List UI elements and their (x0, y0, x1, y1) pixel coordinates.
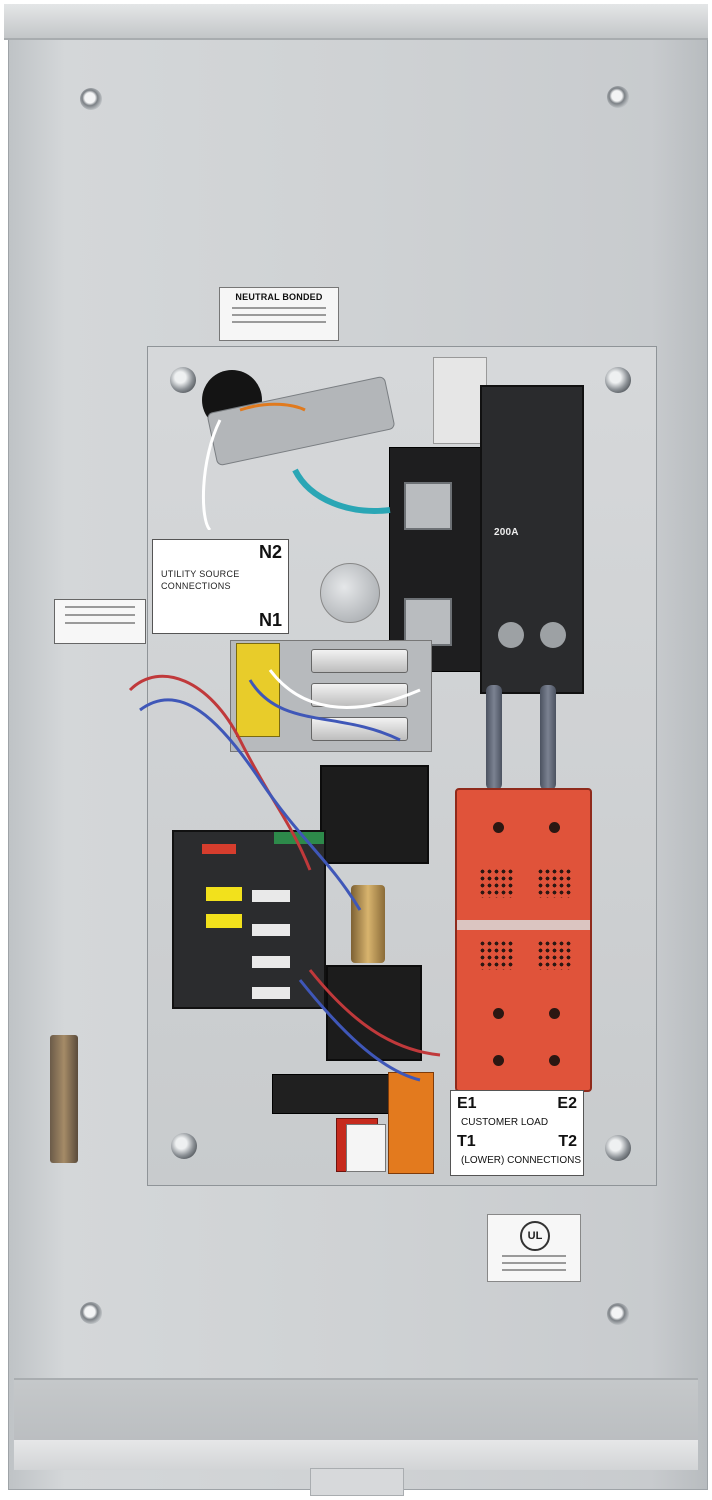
mounting-hole (607, 86, 629, 108)
lock-tab (310, 1468, 404, 1496)
utility-connections-label: N2 UTILITY SOURCE CONNECTIONS N1 (152, 539, 289, 634)
control-board (172, 830, 326, 1009)
mounting-hole (80, 88, 102, 110)
cable (486, 685, 502, 790)
ground-wire (292, 468, 391, 514)
enclosure-bottom-lip (14, 1378, 698, 1452)
ul-mark: UL (520, 1221, 550, 1251)
mounting-hole (607, 1303, 629, 1325)
e2-text: E2 (557, 1095, 577, 1112)
control-wiring (128, 669, 441, 1082)
main-breaker: 200A (480, 385, 584, 694)
cable (540, 685, 556, 790)
warning-label-white (346, 1124, 386, 1172)
plate-screw (605, 1135, 631, 1161)
neutral-bonded-label: NEUTRAL BONDED (219, 287, 339, 341)
side-info-label (54, 599, 146, 644)
utility-lug-block (389, 447, 481, 672)
utility-text: UTILITY SOURCE CONNECTIONS (161, 569, 240, 591)
neutral-bonded-text: NEUTRAL BONDED (235, 292, 323, 302)
warning-label-orange (388, 1072, 434, 1174)
breaker-rating: 200A (494, 527, 519, 538)
plate-screw (171, 1133, 197, 1159)
neutral-wire (202, 402, 306, 530)
solenoid-plunger (351, 885, 385, 963)
neutral-lug-plate (320, 563, 380, 623)
n2-text: N2 (258, 542, 282, 562)
enclosure-bottom-strip (14, 1440, 698, 1470)
load-connections-text: (LOWER) CONNECTIONS (461, 1155, 581, 1166)
plate-screw (170, 367, 196, 393)
t1-text: T1 (457, 1133, 476, 1150)
transfer-switch-mechanism (455, 788, 592, 1092)
mounting-hole (80, 1302, 102, 1324)
t2-text: T2 (558, 1133, 577, 1150)
n1-text: N1 (258, 610, 282, 630)
breaker-side-plate (433, 357, 487, 444)
contactor (320, 765, 429, 864)
plate-screw (605, 367, 631, 393)
e1-text: E1 (457, 1095, 477, 1112)
load-connections-label: E1 E2 CUSTOMER LOAD T1 T2 (LOWER) CONNEC… (450, 1090, 584, 1176)
customer-load-text: CUSTOMER LOAD (461, 1117, 549, 1128)
ul-listing-label: UL (487, 1214, 581, 1282)
ground-bar (50, 1035, 78, 1163)
enclosure-top-lip (4, 4, 708, 40)
